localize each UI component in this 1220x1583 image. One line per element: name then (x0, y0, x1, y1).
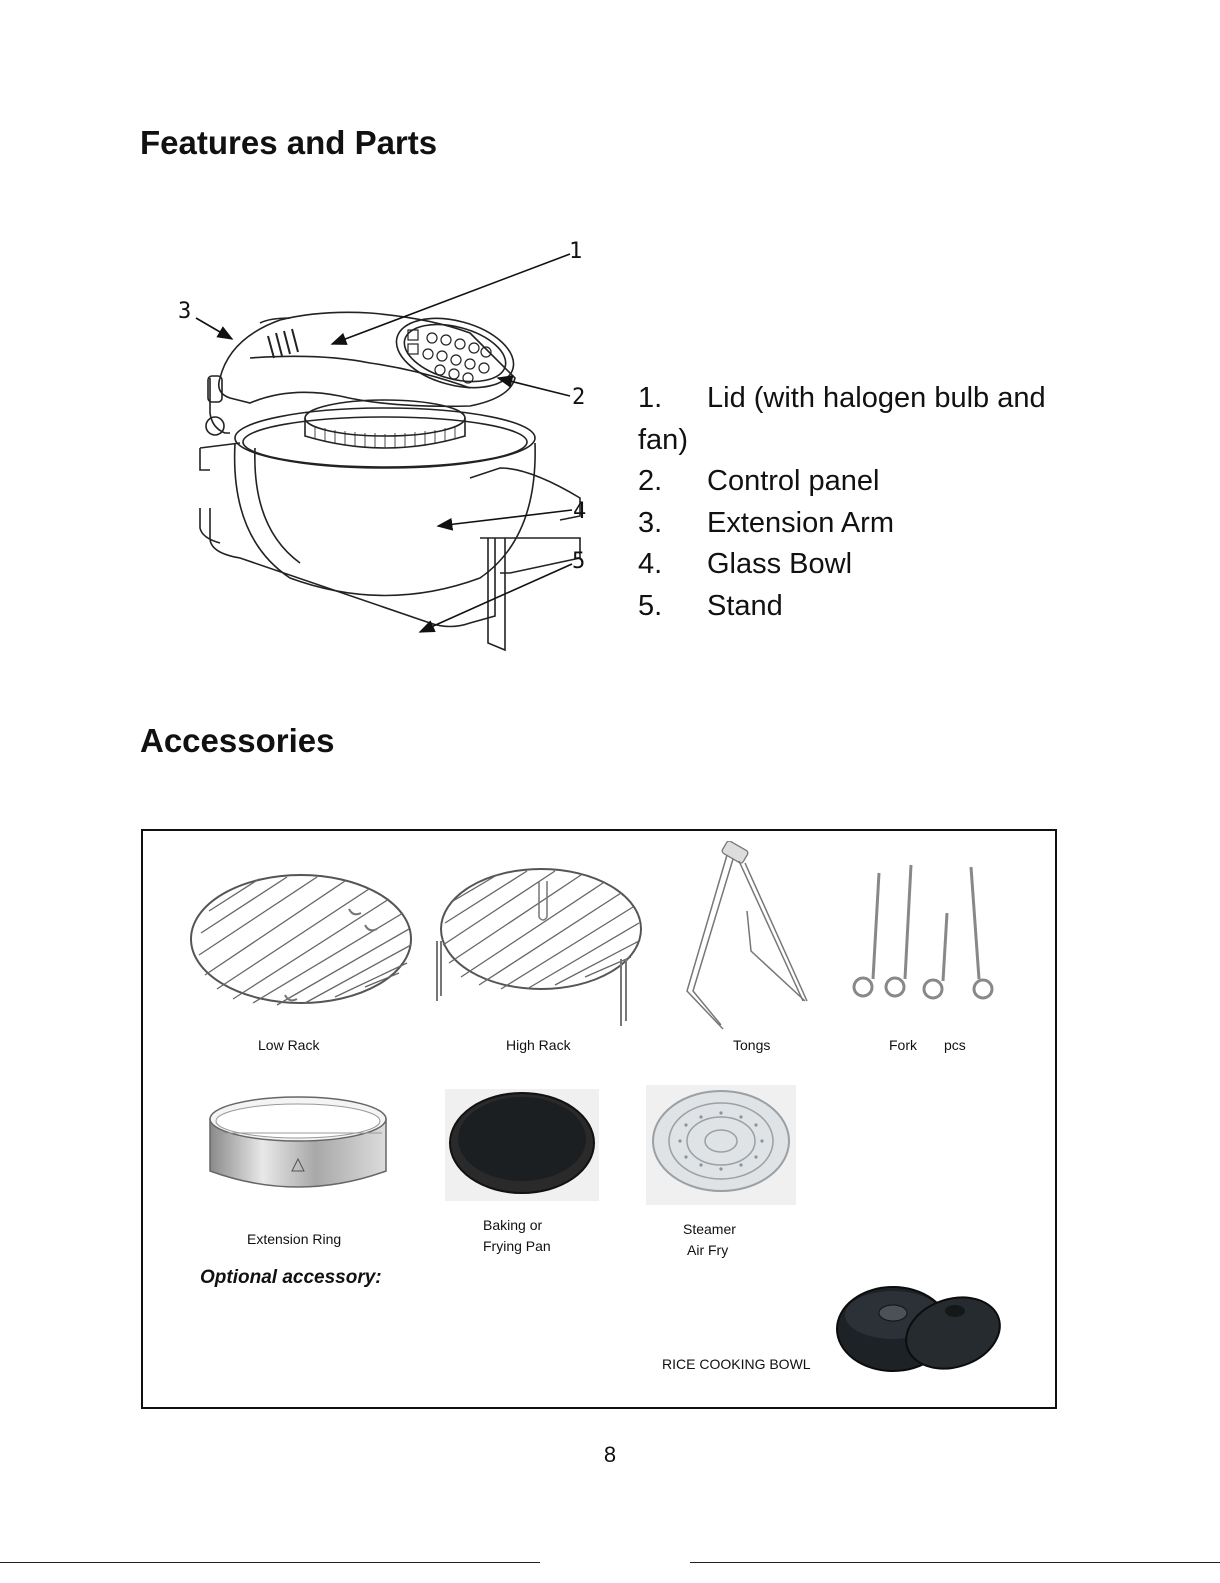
part-item-extension-arm: 3.Extension Arm (638, 503, 1078, 545)
part-number: 4. (638, 544, 707, 586)
extension-ring-label: Extension Ring (247, 1229, 341, 1250)
callout-4: 4 (573, 499, 586, 524)
rice-bowl-image (833, 1271, 1009, 1381)
part-label: Extension Arm (707, 507, 894, 539)
fork-pcs-label: pcs (944, 1035, 966, 1056)
parts-list: 1.Lid (with halogen bulb and fan) 2.Cont… (638, 378, 1078, 627)
fork-image (843, 861, 1013, 1011)
low-rack-label: Low Rack (258, 1035, 319, 1056)
steamer-label-line1: Steamer (683, 1219, 736, 1240)
baking-pan-label-line1: Baking or (483, 1215, 542, 1236)
part-item-stand: 5.Stand (638, 586, 1078, 628)
callout-1: 1 (569, 239, 582, 264)
low-rack-image (189, 871, 419, 1011)
footer-rule (0, 1562, 540, 1563)
baking-pan-image (445, 1089, 599, 1201)
tongs-image (679, 841, 819, 1031)
baking-pan-label-line2: Frying Pan (483, 1236, 551, 1257)
page-number: 8 (0, 1442, 1220, 1468)
high-rack-image (431, 861, 651, 1041)
part-number: 1. (638, 378, 707, 420)
part-label: Control panel (707, 465, 880, 497)
part-number: 3. (638, 503, 707, 545)
fork-label: Fork (889, 1035, 917, 1056)
part-number: 2. (638, 461, 707, 503)
rice-bowl-label: RICE COOKING BOWL (662, 1354, 811, 1375)
air-fryer-diagram: 1 2 3 4 5 (170, 238, 610, 658)
part-label: Glass Bowl (707, 548, 852, 580)
section-title-accessories: Accessories (140, 722, 334, 760)
callout-2: 2 (572, 385, 585, 410)
part-item-control-panel: 2.Control panel (638, 461, 1078, 503)
accessories-box: Low Rack High Rack Tongs (141, 829, 1057, 1409)
callout-3: 3 (178, 299, 191, 324)
part-label: Stand (707, 590, 783, 622)
high-rack-label: High Rack (506, 1035, 571, 1056)
optional-accessory-label: Optional accessory: (200, 1267, 382, 1289)
part-number: 5. (638, 586, 707, 628)
steamer-label-line2: Air Fry (687, 1240, 728, 1261)
section-title-features: Features and Parts (140, 124, 437, 162)
part-item-glass-bowl: 4.Glass Bowl (638, 544, 1078, 586)
steamer-image (646, 1085, 796, 1205)
tongs-label: Tongs (733, 1035, 770, 1056)
extension-ring-image (206, 1093, 390, 1203)
part-item-lid: 1.Lid (with halogen bulb and fan) (638, 378, 1078, 461)
callout-5: 5 (572, 549, 585, 574)
footer-rule (690, 1562, 1220, 1563)
